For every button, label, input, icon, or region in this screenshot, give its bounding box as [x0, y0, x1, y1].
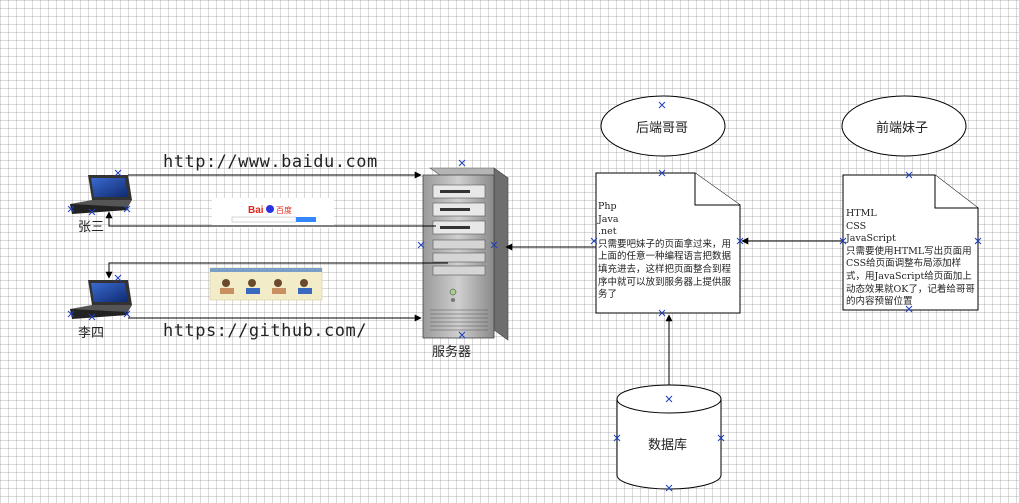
url-baidu: http://www.baidu.com [163, 152, 378, 172]
server-label: 服务器 [432, 345, 472, 360]
doc-line: CSS [846, 220, 867, 232]
laptop-icon [70, 280, 132, 319]
frontend-title: 前端妹子 [876, 121, 929, 136]
response-arrow-lisi [105, 262, 448, 279]
document-icon [842, 174, 979, 311]
doc-line: .net [598, 226, 617, 238]
doc-line: Php [598, 201, 617, 212]
doc-description: 只需要使用HTML写出页面用CSS给页面调整布局添加样式，用JavaScript… [846, 245, 975, 308]
doc-line: HTML [846, 208, 877, 219]
github-thumbnail-icon [209, 267, 323, 301]
baidu-logo-icon: Bai 百度 [212, 198, 334, 228]
svg-text:百度: 百度 [276, 205, 292, 215]
backend-doc-text: Php Java .net 只需要吧妹子的页面拿过来，用上面的任意一种编程语言把… [598, 201, 740, 302]
doc-line: JavaScript [846, 233, 896, 245]
user-label-lisi: 李四 [78, 326, 105, 341]
user-label-zhangsan: 张三 [78, 220, 105, 235]
backend-ellipse [600, 95, 726, 157]
doc-line: Java [598, 213, 619, 225]
doc-description: 只需要吧妹子的页面拿过来，用上面的任意一种编程语言把数据填充进去，这样把页面整合… [598, 238, 732, 301]
server-tower-icon [422, 167, 509, 341]
frontend-doc-text: HTML CSS JavaScript 只需要使用HTML写出页面用CSS给页面… [846, 208, 978, 309]
svg-text:Bai: Bai [248, 205, 264, 216]
backend-title: 后端哥哥 [636, 121, 689, 136]
selection-handles [67, 101, 982, 492]
url-github: https://github.com/ [163, 321, 367, 341]
laptop-icon [70, 175, 132, 214]
response-arrow-zhangsan [105, 211, 436, 227]
database-label: 数据库 [648, 438, 688, 453]
document-icon [595, 172, 741, 314]
frontend-ellipse [841, 95, 967, 157]
